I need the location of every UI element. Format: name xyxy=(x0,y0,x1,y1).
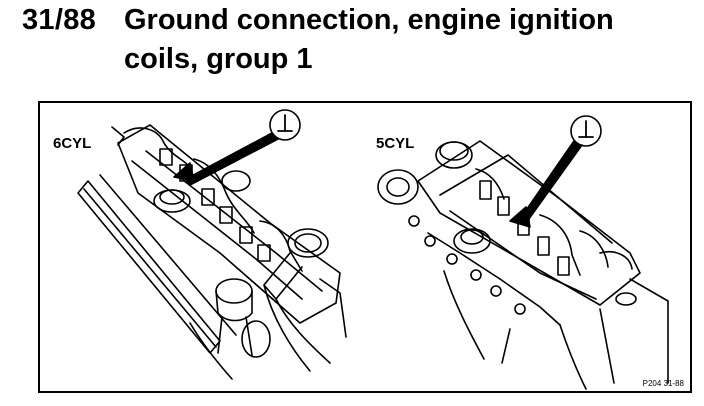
six-cylinder-label: 6CYL xyxy=(53,135,92,152)
five-cylinder-callout xyxy=(509,115,602,228)
figure-frame: 6CYL 5CYL P204 31-88 xyxy=(38,101,692,393)
engine-illustration xyxy=(77,109,669,390)
figure-reference: P204 31-88 xyxy=(642,379,684,388)
six-cylinder-callout xyxy=(173,109,301,186)
title-line-1: Ground connection, engine ignition xyxy=(124,4,614,36)
five-cylinder-label: 5CYL xyxy=(376,135,415,152)
section-code: 31/88 xyxy=(22,4,97,36)
five-cylinder-engine-drawing xyxy=(377,140,669,390)
ground-symbol-icon xyxy=(277,114,293,132)
ground-symbol-icon xyxy=(578,120,594,138)
six-cylinder-engine-drawing xyxy=(77,124,347,380)
title-line-2: coils, group 1 xyxy=(124,43,313,75)
